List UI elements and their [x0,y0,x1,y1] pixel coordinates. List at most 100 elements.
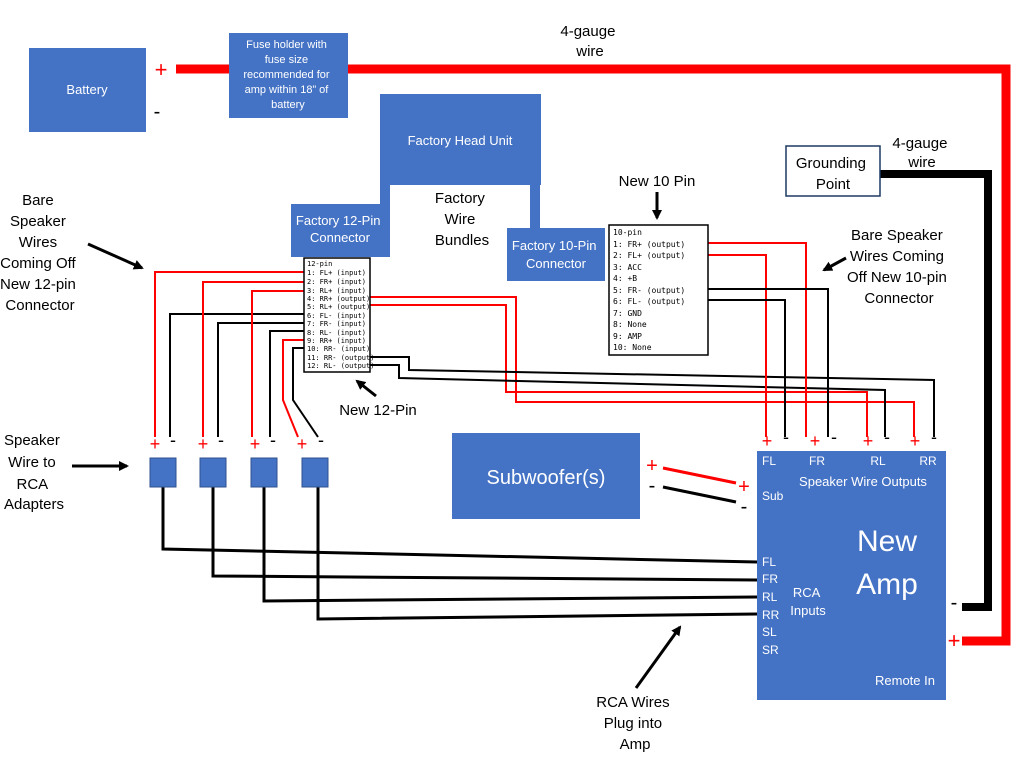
new-10-pin-label: New 10 Pin [619,173,696,190]
new-12-pin-label: New 12-Pin [339,402,417,419]
amp-sub-plus: + [738,476,750,498]
subwoofer-label: Subwoofer(s) [487,467,606,489]
wire-label-line: 4-gauge [560,23,615,40]
pinout-10: 10-pin 1: FR+ (output) 2: FL+ (output) 3… [608,224,709,356]
amp-rca-channel: FR [762,572,778,586]
12pin-output-wires [370,296,935,437]
wire-label-line: 4-gauge [892,135,947,152]
bare-left-line: Connector [5,297,74,314]
pinout-10-pin: 10: None [613,343,652,352]
amp-output-terminal: - [931,427,937,447]
subwoofer-wires [662,466,737,504]
rca-adapter [301,457,329,488]
pinout-12-pin: 1: FL+ (input) [307,269,366,277]
fuse-line: battery [271,99,305,111]
fuse-line: fuse size [265,54,308,66]
amp-output-terminal: - [884,427,890,447]
speaker-rca-line: RCA [16,476,48,493]
svg-text:12-pin 1: FL+ (input): 12-pin 1: FL+ (input) 2: FR+ (input) 3: … [307,260,379,370]
amp-rca-inputs-line: RCA [793,585,821,600]
wire-label-line: wire [907,154,936,171]
pinout-12-pin: 9: RR+ (input) [307,337,366,345]
pinout-10-pin: 8: None [613,320,647,329]
adapter-terminal: + [250,434,261,454]
rca-adapter [149,457,177,488]
amp-rca-channel: SR [762,643,779,657]
bare-left-line: Bare [22,192,54,209]
pinout-10-pin: 6: FL- (output) [613,297,685,306]
svg-text:Grounding Point: Grounding Point [796,155,870,193]
amp-output-channel: RL [870,454,886,468]
grounding-line: Point [816,176,851,193]
ground-wire [880,170,992,611]
wire-label-ground: 4-gauge wire [892,135,951,171]
rca-wires-line: Plug into [604,715,662,732]
wire-label-top: 4-gauge wire [560,23,619,60]
adapter-terminal: - [318,430,324,450]
pinout-12-pin: 12: RL- (output) [307,362,374,370]
bare-left-arrow [87,242,144,270]
pinout-12-pin: 7: FR- (input) [307,320,366,328]
amp-rca-channel: RR [762,608,780,622]
rca-wires-line: RCA Wires [596,694,669,711]
rca-wires-label: RCA Wires Plug into Amp [596,694,674,753]
pinout-10-pin: 2: FL+ (output) [613,251,685,260]
svg-text:Fuse holder with fuse si: Fuse holder with fuse size recommended f… [243,39,332,111]
amp-power-minus: - [951,592,958,614]
subwoofer: Subwoofer(s) [452,433,640,519]
adapter-terminals: + - + - + - + - [150,430,324,454]
bare-left-line: Wires [19,234,57,251]
battery-plus: + [155,57,168,82]
speaker-rca-label: Speaker Wire to RCA Adapters [4,432,64,513]
amp-sub-minus: - [741,496,748,518]
battery-label: Battery [66,82,108,97]
connector-10-line: Factory 10-Pin [512,238,597,253]
pinout-12-pin: 11: RR- (output) [307,354,374,362]
bundles-line: Bundles [435,232,489,249]
pinout-10-pin: 1: FR+ (output) [613,240,685,249]
pinout-10-pin: 9: AMP [613,332,642,341]
adapter-terminal: - [218,430,224,450]
amp-title-line1: New [857,525,917,558]
pinout-12-pin: 10: RR- (input) [307,345,370,353]
battery: Battery [29,48,146,132]
bare-right-line: Bare Speaker [851,227,943,244]
bare-left-line: Speaker [10,213,66,230]
connector-10-line: Connector [526,256,587,271]
adapter-terminal: - [170,430,176,450]
connector-12-line: Connector [310,230,371,245]
grounding-line: Grounding [796,155,866,172]
wire-label-line: wire [575,43,604,60]
pinout-12: 12-pin 1: FL+ (input) 2: FR+ (input) 3: … [303,257,379,373]
pinout-10-pin: 7: GND [613,309,642,318]
bundles-line: Factory [435,190,486,207]
bare-right-arrow [822,256,847,272]
speaker-rca-line: Adapters [4,496,64,513]
amp-output-terminals: + - + - + - + - [762,427,937,451]
factory-wire-bundles-label: Factory Wire Bundles [435,190,489,249]
adapter-terminal: - [270,430,276,450]
pinout-12-pin: 8: RL- (input) [307,329,366,337]
rca-adapter [250,457,278,488]
amp-output-channel: FL [762,454,776,468]
svg-text:10-pin 1: FR+ (output): 10-pin 1: FR+ (output) 2: FL+ (output) 3… [613,228,690,352]
fuse-line: Fuse holder with [246,39,327,51]
amp-output-terminal: + [762,431,773,451]
amp-power-plus: + [948,628,961,653]
amp-speaker-outputs-label: Speaker Wire Outputs [799,474,927,489]
amp-output-channel: FR [809,454,825,468]
svg-text:FL FR RL RR: FL FR RL RR SL SR [762,555,783,657]
pinout-12-pin: 6: FL- (input) [307,312,366,320]
grounding-point: Grounding Point [785,145,881,197]
connector-12-line: Factory 12-Pin [296,213,381,228]
new-12-pin-arrow [355,379,377,398]
amp-output-terminal: + [810,431,821,451]
adapter-terminal: + [150,434,161,454]
head-unit-label: Factory Head Unit [408,133,513,148]
amp-title-line2: Amp [856,568,918,601]
bare-right-line: Off New 10-pin [847,269,947,286]
pinout-12-pin: 3: RL+ (input) [307,287,366,295]
svg-text:RCA Inputs: RCA Inputs [790,585,826,618]
rca-adapters [149,457,329,488]
